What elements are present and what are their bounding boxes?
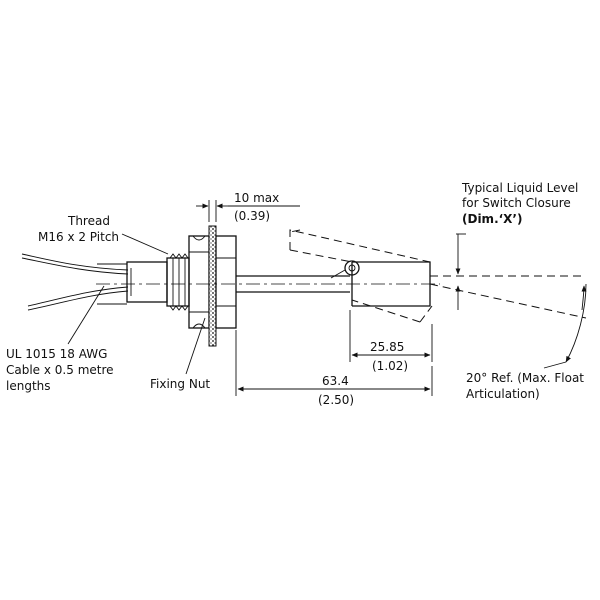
leader-lines [67,233,567,375]
cable-wires [21,253,129,311]
cable-label-2: Cable x 0.5 metre [6,363,114,377]
dimension-nut-width: 10 max (0.39) [196,191,300,223]
float-in: (1.02) [372,359,408,373]
articulation-label-2: Articulation) [466,387,540,401]
fixing-nut-label: Fixing Nut [150,377,210,391]
length-mm: 63.4 [322,374,349,388]
float-body [330,260,431,307]
dimension-float-length: 25.85 (1.02) [349,310,433,373]
dim-x-marker [455,233,466,310]
cable-label-1: UL 1015 18 AWG [6,347,107,361]
thread-label-1: Thread [67,214,110,228]
fixing-nut [188,235,210,329]
float-articulated [289,229,433,323]
float-mm: 25.85 [370,340,404,354]
liquid-level-label-2: for Switch Closure [462,196,571,210]
switch-stem [236,275,350,293]
nut-max-in: (0.39) [234,209,270,223]
gasket [208,225,217,347]
threaded-body [166,253,190,311]
liquid-level-label-3: (Dim.‘X’) [462,212,522,226]
length-in: (2.50) [318,393,354,407]
thread-label-2: M16 x 2 Pitch [38,230,119,244]
nut-max-mm: 10 max [234,191,279,205]
articulation-lines [429,275,587,363]
cable-label-3: lengths [6,379,51,393]
dimension-overall-length: 63.4 (2.50) [235,330,433,407]
liquid-level-label-1: Typical Liquid Level [461,181,578,195]
articulation-label-1: 20° Ref. (Max. Float [466,371,584,385]
flange [215,235,237,329]
